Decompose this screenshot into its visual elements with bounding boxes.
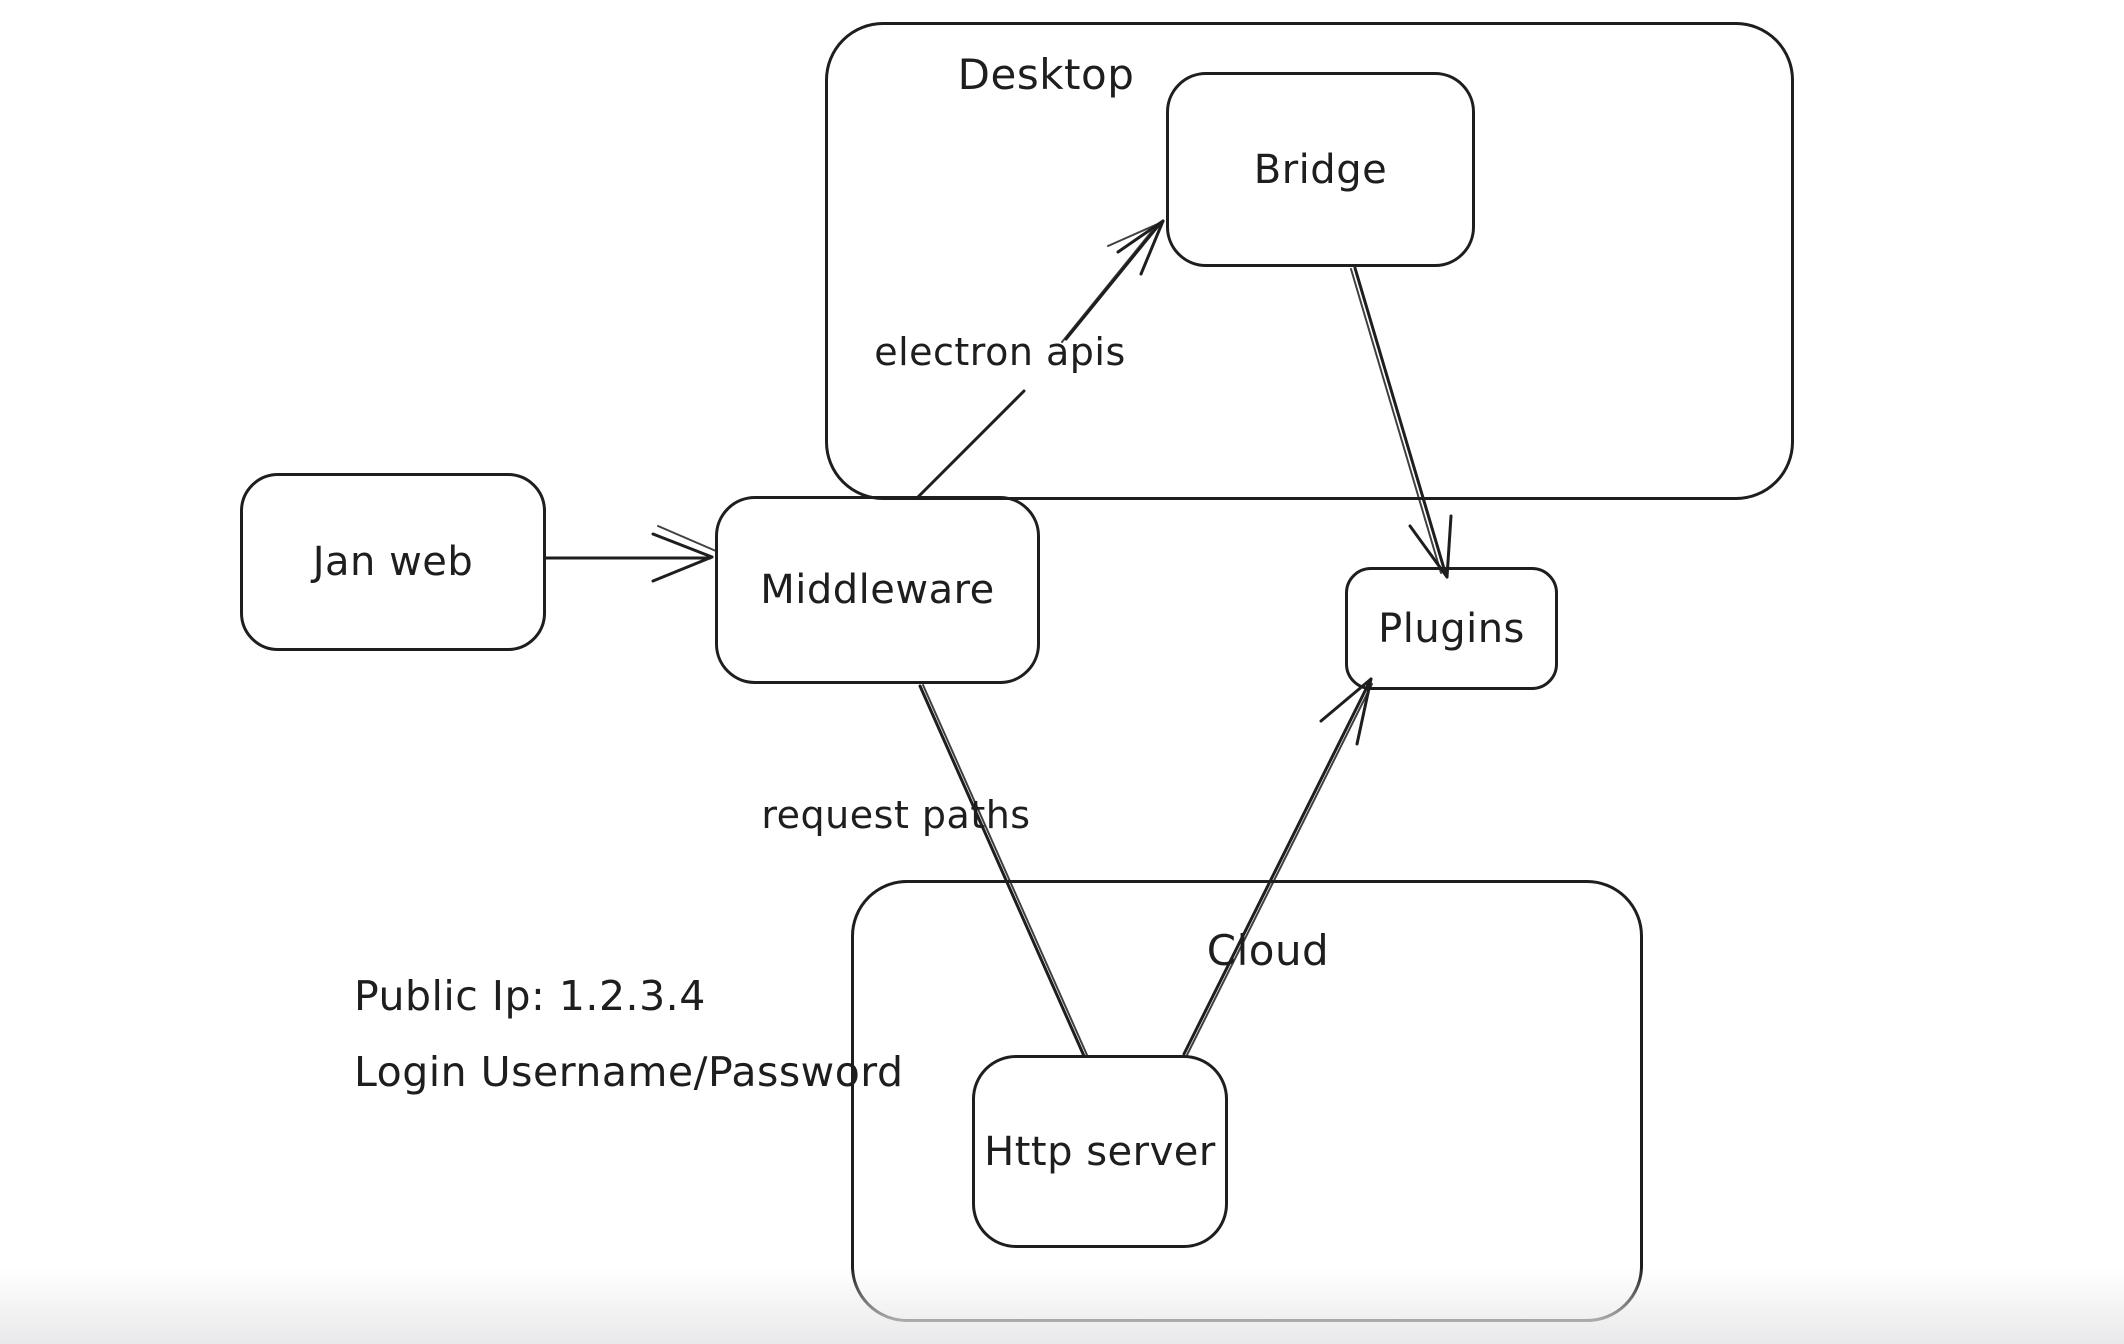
node-http-server-label: Http server	[984, 1128, 1216, 1175]
cloud-container-label[interactable]: Cloud	[1206, 926, 1330, 975]
edge-label-electron-apis[interactable]: electron apis	[874, 330, 1126, 374]
node-bridge[interactable]: Bridge	[1166, 72, 1475, 267]
login-line: Login Username/Password	[354, 1048, 904, 1096]
node-bridge-label: Bridge	[1253, 146, 1388, 193]
node-plugins[interactable]: Plugins	[1345, 567, 1558, 690]
edge-label-request-paths[interactable]: request paths	[761, 793, 1031, 837]
node-middleware[interactable]: Middleware	[715, 496, 1040, 684]
desktop-container-label[interactable]: Desktop	[957, 50, 1135, 99]
node-http-server[interactable]: Http server	[972, 1055, 1228, 1248]
public-ip-line: Public Ip: 1.2.3.4	[354, 972, 706, 1020]
node-middleware-label: Middleware	[760, 567, 995, 613]
desktop-container-box[interactable]	[825, 22, 1794, 500]
node-jan-web[interactable]: Jan web	[240, 473, 546, 651]
node-plugins-label: Plugins	[1378, 605, 1525, 652]
public-ip-annotation[interactable]: Public Ip: 1.2.3.4 Login Username/Passwo…	[354, 958, 903, 1110]
node-jan-web-label: Jan web	[312, 539, 474, 585]
edge-janweb-middleware[interactable]	[544, 525, 717, 583]
bottom-fade-strip	[0, 1268, 2124, 1344]
